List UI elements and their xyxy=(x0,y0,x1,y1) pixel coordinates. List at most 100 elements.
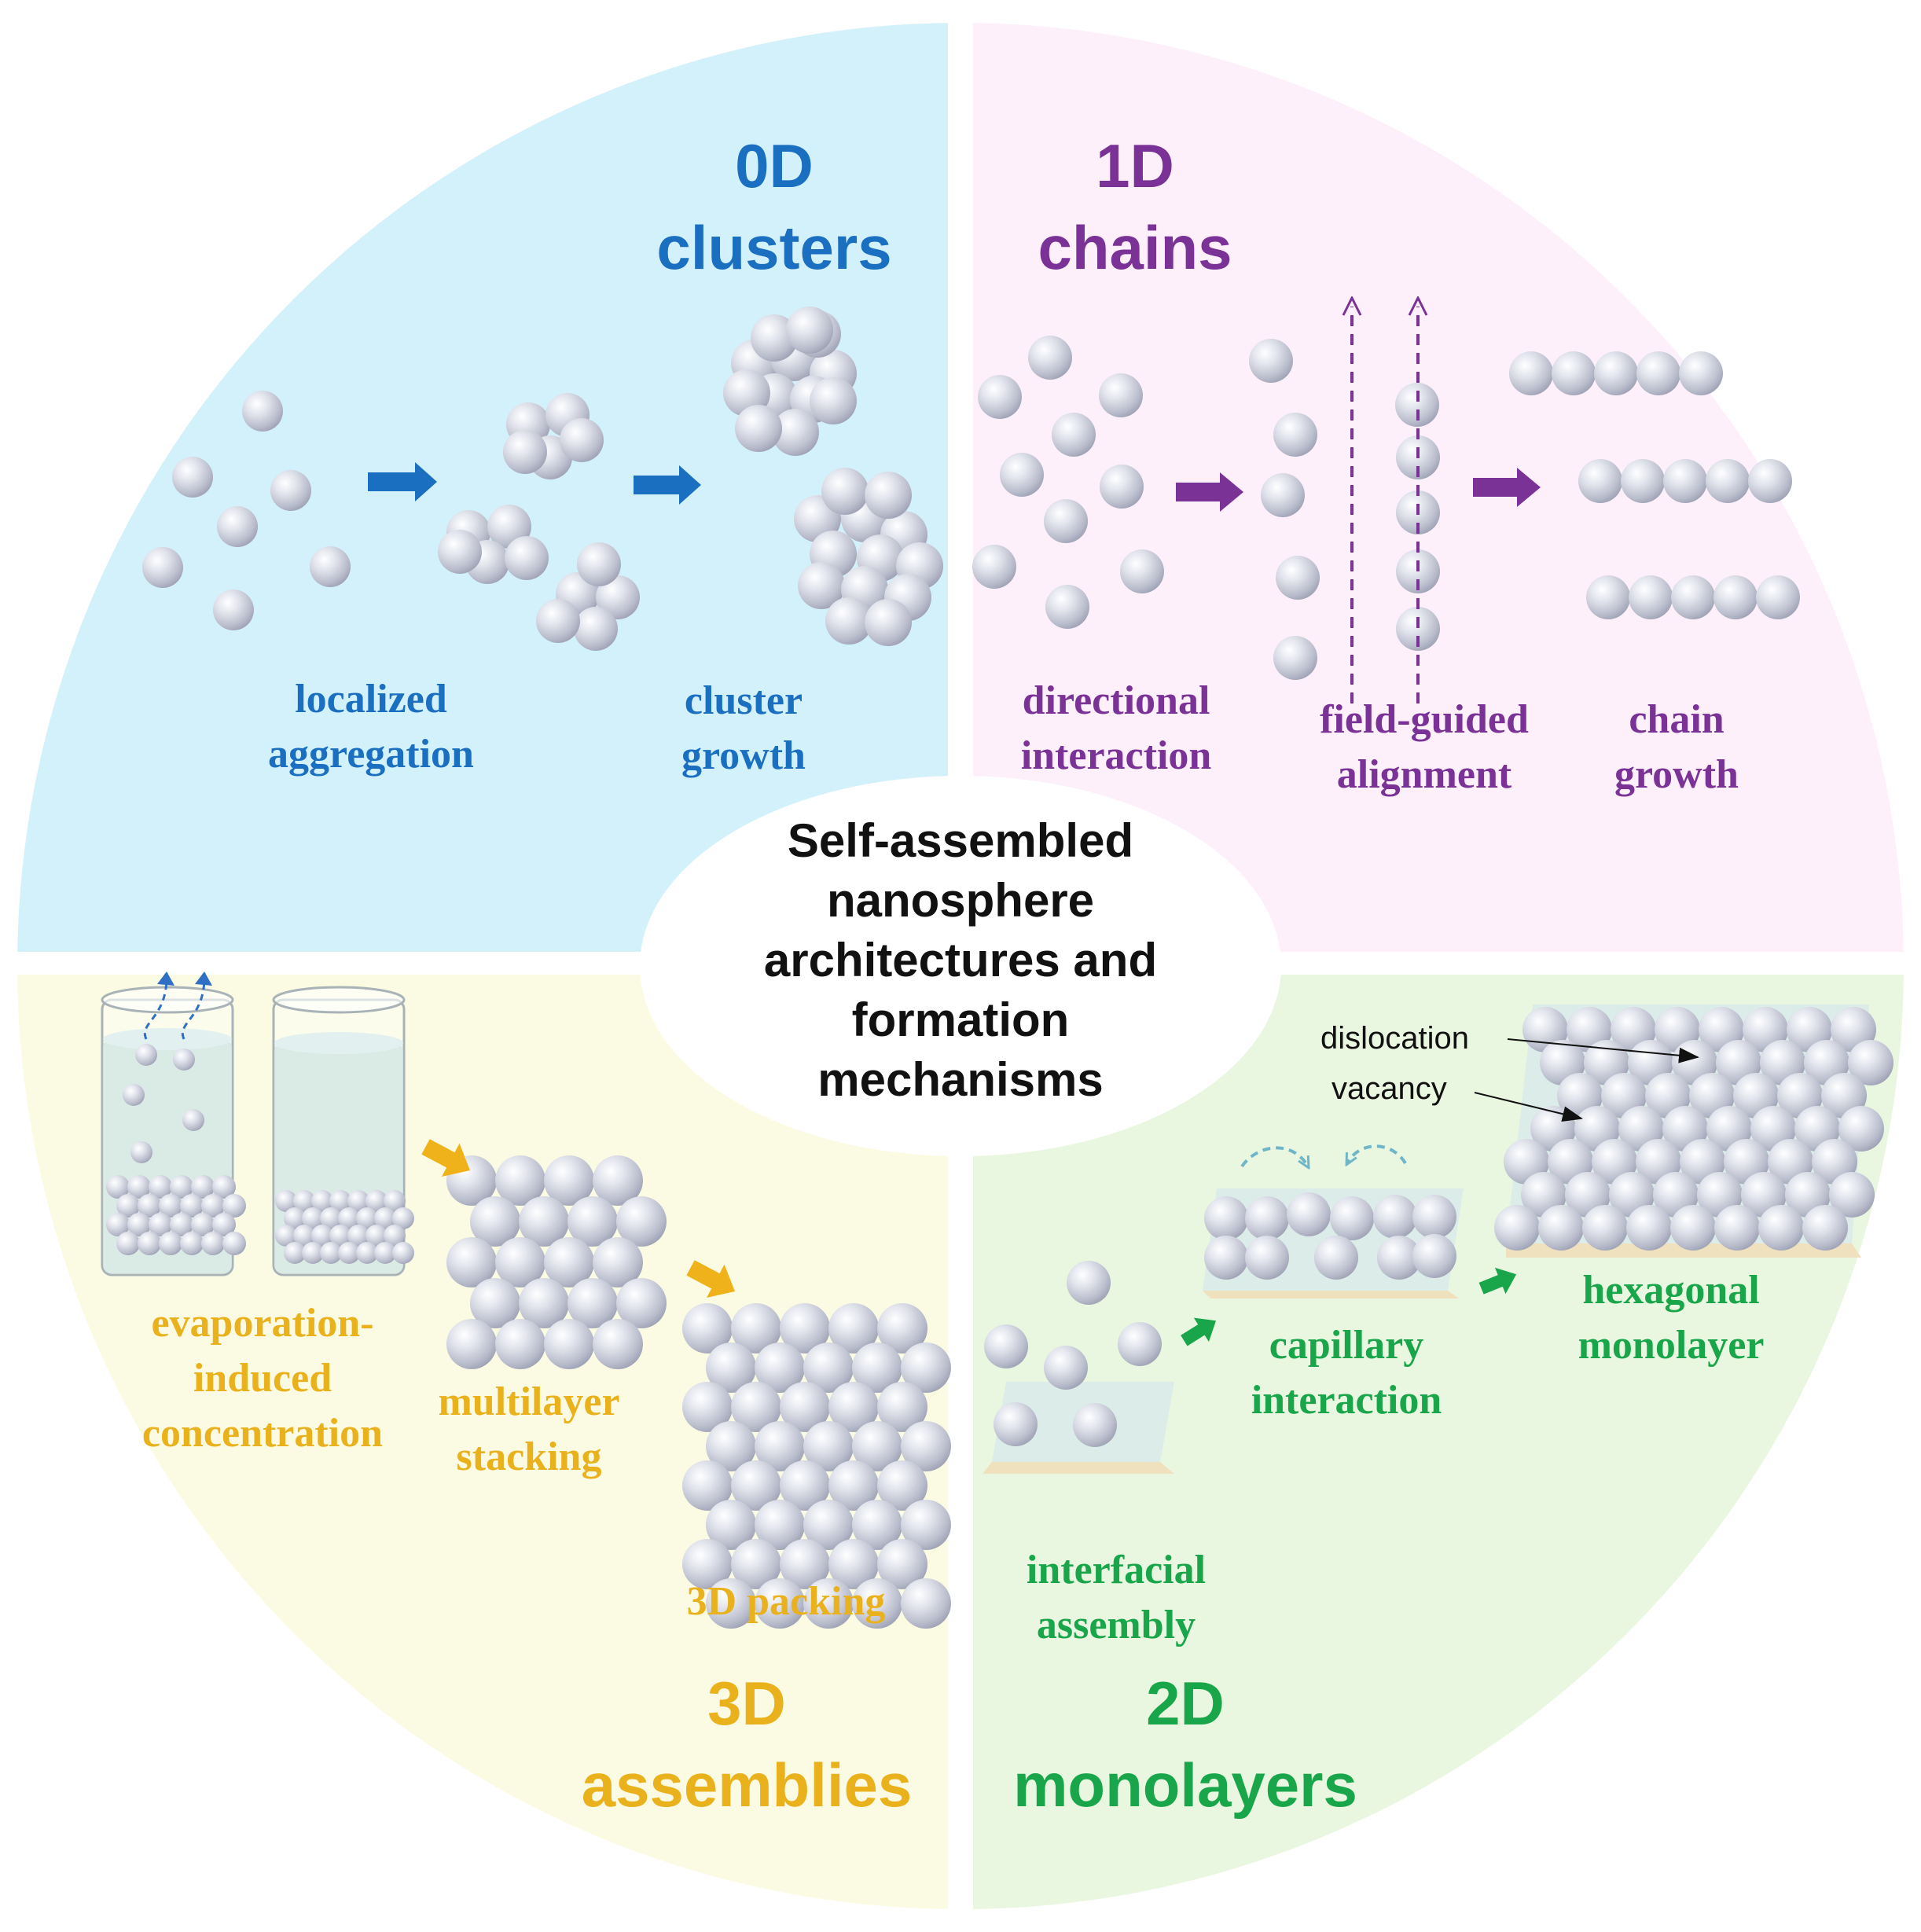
chain-sphere xyxy=(1552,351,1596,395)
packed-nanosphere xyxy=(293,1190,315,1212)
sediment-nanosphere xyxy=(138,1194,161,1218)
label-3d-step3-line1: 3D packing xyxy=(687,1579,886,1624)
label-3d-step1-line1: evaporation- xyxy=(151,1301,373,1346)
monolayer-nanosphere xyxy=(1626,1205,1672,1251)
sediment-nanosphere xyxy=(222,1194,246,1218)
sediment-nanosphere xyxy=(149,1213,172,1236)
stacked-nanosphere xyxy=(470,1278,520,1328)
packed-nanosphere xyxy=(329,1225,351,1247)
arrow-3d-step1 xyxy=(421,1139,471,1177)
label-1d-step2-line1: field-guided xyxy=(1320,697,1529,742)
stacked-nanosphere xyxy=(495,1237,545,1287)
label-2d-step2-line2: interaction xyxy=(1251,1378,1442,1423)
packed-nanosphere xyxy=(731,1303,781,1354)
cluster-sphere xyxy=(865,599,912,646)
packed-nanosphere xyxy=(365,1225,388,1247)
label-3d-step1-line2: induced xyxy=(193,1356,332,1401)
label-0d-step2-line2: growth xyxy=(681,733,806,778)
chain-sphere xyxy=(1621,459,1665,503)
stacked-nanosphere xyxy=(567,1278,618,1328)
sediment-nanosphere xyxy=(201,1194,225,1218)
capillary-nanosphere xyxy=(1412,1234,1456,1278)
packed-nanosphere xyxy=(828,1303,879,1354)
packed-nanosphere xyxy=(392,1242,414,1264)
packed-nanosphere xyxy=(780,1303,830,1354)
sediment-nanosphere xyxy=(116,1194,140,1218)
packed-nanosphere xyxy=(365,1190,388,1212)
packed-nanosphere xyxy=(731,1539,781,1589)
packed-nanosphere xyxy=(311,1225,333,1247)
suspended-nanosphere xyxy=(130,1141,152,1163)
chain-sphere xyxy=(1713,575,1758,619)
free-nanosphere xyxy=(1052,413,1096,457)
evaporation-arrow-left xyxy=(143,972,168,1040)
stacked-nanosphere xyxy=(519,1278,569,1328)
packed-nanosphere xyxy=(803,1578,854,1629)
packed-nanosphere xyxy=(356,1242,378,1264)
cluster-sphere xyxy=(786,307,833,354)
cluster-sphere xyxy=(735,405,782,452)
capillary-nanosphere xyxy=(1412,1195,1456,1239)
sediment-nanosphere xyxy=(149,1175,172,1199)
center-title-line3: architectures and xyxy=(764,934,1157,986)
label-3d-step2-line2: stacking xyxy=(457,1434,602,1479)
cluster-sphere xyxy=(825,597,872,645)
arrow-1d-step2 xyxy=(1473,468,1541,507)
packed-nanosphere xyxy=(374,1242,396,1264)
title-0d-dimension: 0D xyxy=(735,131,814,200)
sediment-nanosphere xyxy=(201,1232,225,1255)
free-nanosphere xyxy=(142,547,183,588)
sediment-nanosphere xyxy=(159,1194,182,1218)
label-1d-step1-line1: directional xyxy=(1023,678,1210,723)
defect-labels: dislocation vacancy xyxy=(1320,1021,1469,1106)
sediment-nanosphere xyxy=(116,1232,140,1255)
packed-nanosphere xyxy=(384,1190,406,1212)
label-dislocation: dislocation xyxy=(1320,1021,1469,1056)
packed-nanosphere xyxy=(755,1421,805,1471)
free-nanosphere xyxy=(242,391,283,432)
packed-nanosphere xyxy=(828,1382,879,1432)
title-0d-name: clusters xyxy=(656,213,891,282)
chain-sphere xyxy=(1586,575,1630,619)
cluster-sphere xyxy=(821,468,869,515)
suspended-nanosphere xyxy=(182,1109,204,1131)
sediment-nanosphere xyxy=(127,1175,151,1199)
cluster-sphere xyxy=(560,418,604,462)
chain-sphere xyxy=(1706,459,1750,503)
packed-nanosphere xyxy=(302,1242,324,1264)
sediment-nanosphere xyxy=(106,1213,130,1236)
label-2d-step1-line1: interfacial xyxy=(1027,1548,1206,1592)
title-1d-name: chains xyxy=(1038,213,1232,282)
aligned-nanosphere xyxy=(1249,339,1293,383)
monolayer-nanosphere xyxy=(1494,1205,1540,1251)
sediment-nanosphere xyxy=(212,1175,236,1199)
packed-nanosphere xyxy=(852,1342,902,1393)
packed-nanosphere xyxy=(302,1207,324,1229)
capillary-nanosphere xyxy=(1373,1195,1417,1239)
chain-sphere xyxy=(1509,351,1553,395)
packed-nanosphere xyxy=(852,1500,902,1550)
packed-nanosphere xyxy=(311,1190,333,1212)
capillary-nanosphere xyxy=(1314,1236,1358,1280)
cluster-sphere xyxy=(596,575,640,619)
packed-nanosphere xyxy=(338,1207,360,1229)
arrow-0d-step2 xyxy=(634,465,701,505)
title-2d-name: monolayers xyxy=(1013,1750,1357,1820)
packed-nanosphere xyxy=(803,1500,854,1550)
capillary-arrow-left xyxy=(1240,1146,1308,1166)
stacked-nanosphere xyxy=(544,1319,594,1369)
packed-nanosphere xyxy=(780,1539,830,1589)
cluster-sphere xyxy=(798,562,845,609)
center-title-line4: formation xyxy=(852,994,1070,1046)
capillary-arrow-right xyxy=(1347,1144,1407,1163)
sediment-nanosphere xyxy=(127,1213,151,1236)
packed-nanosphere xyxy=(682,1539,733,1589)
packed-nanosphere xyxy=(320,1242,342,1264)
cluster-sphere xyxy=(751,314,798,362)
packed-nanosphere xyxy=(338,1242,360,1264)
label-2d-step2-line1: capillary xyxy=(1269,1323,1423,1368)
packed-nanosphere xyxy=(755,1342,805,1393)
label-2d-step1-line2: assembly xyxy=(1037,1603,1196,1647)
packed-nanosphere xyxy=(901,1578,951,1629)
